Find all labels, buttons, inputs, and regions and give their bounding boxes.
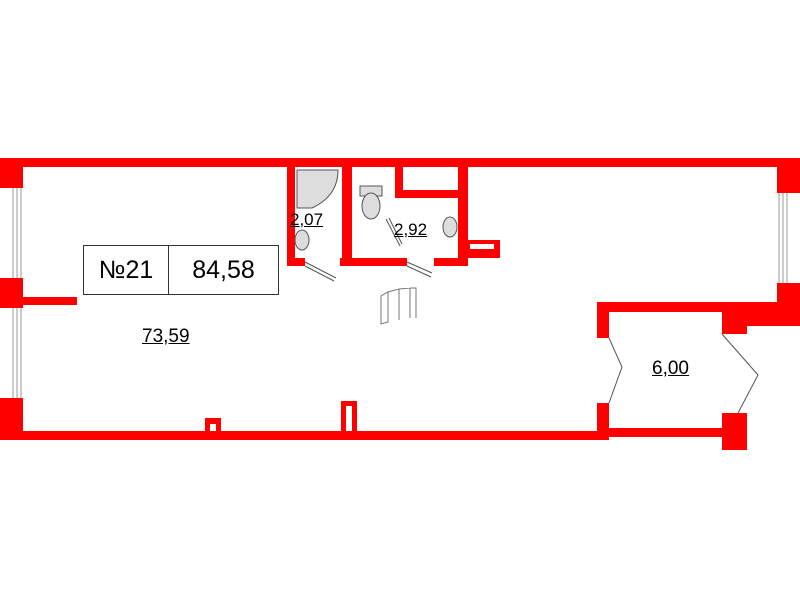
room-area-main: 73,59 xyxy=(142,326,190,347)
stairs-icon xyxy=(380,287,417,325)
toilet-icon xyxy=(361,192,381,220)
walls xyxy=(0,158,800,450)
windows xyxy=(12,188,788,398)
room-area-toilet: 2,92 xyxy=(394,220,428,239)
room-area-bathroom: 2,07 xyxy=(290,210,324,229)
apartment-number: №21 xyxy=(84,246,169,294)
total-area: 84,58 xyxy=(192,255,255,284)
doors xyxy=(304,217,759,414)
apartment-info-box: №21 84,58 xyxy=(83,245,279,295)
sink-icon xyxy=(442,216,458,238)
fixtures xyxy=(294,169,458,251)
shower-icon xyxy=(296,169,339,209)
room-area-vestibule: 6,00 xyxy=(652,358,689,379)
sink-icon xyxy=(294,229,310,251)
